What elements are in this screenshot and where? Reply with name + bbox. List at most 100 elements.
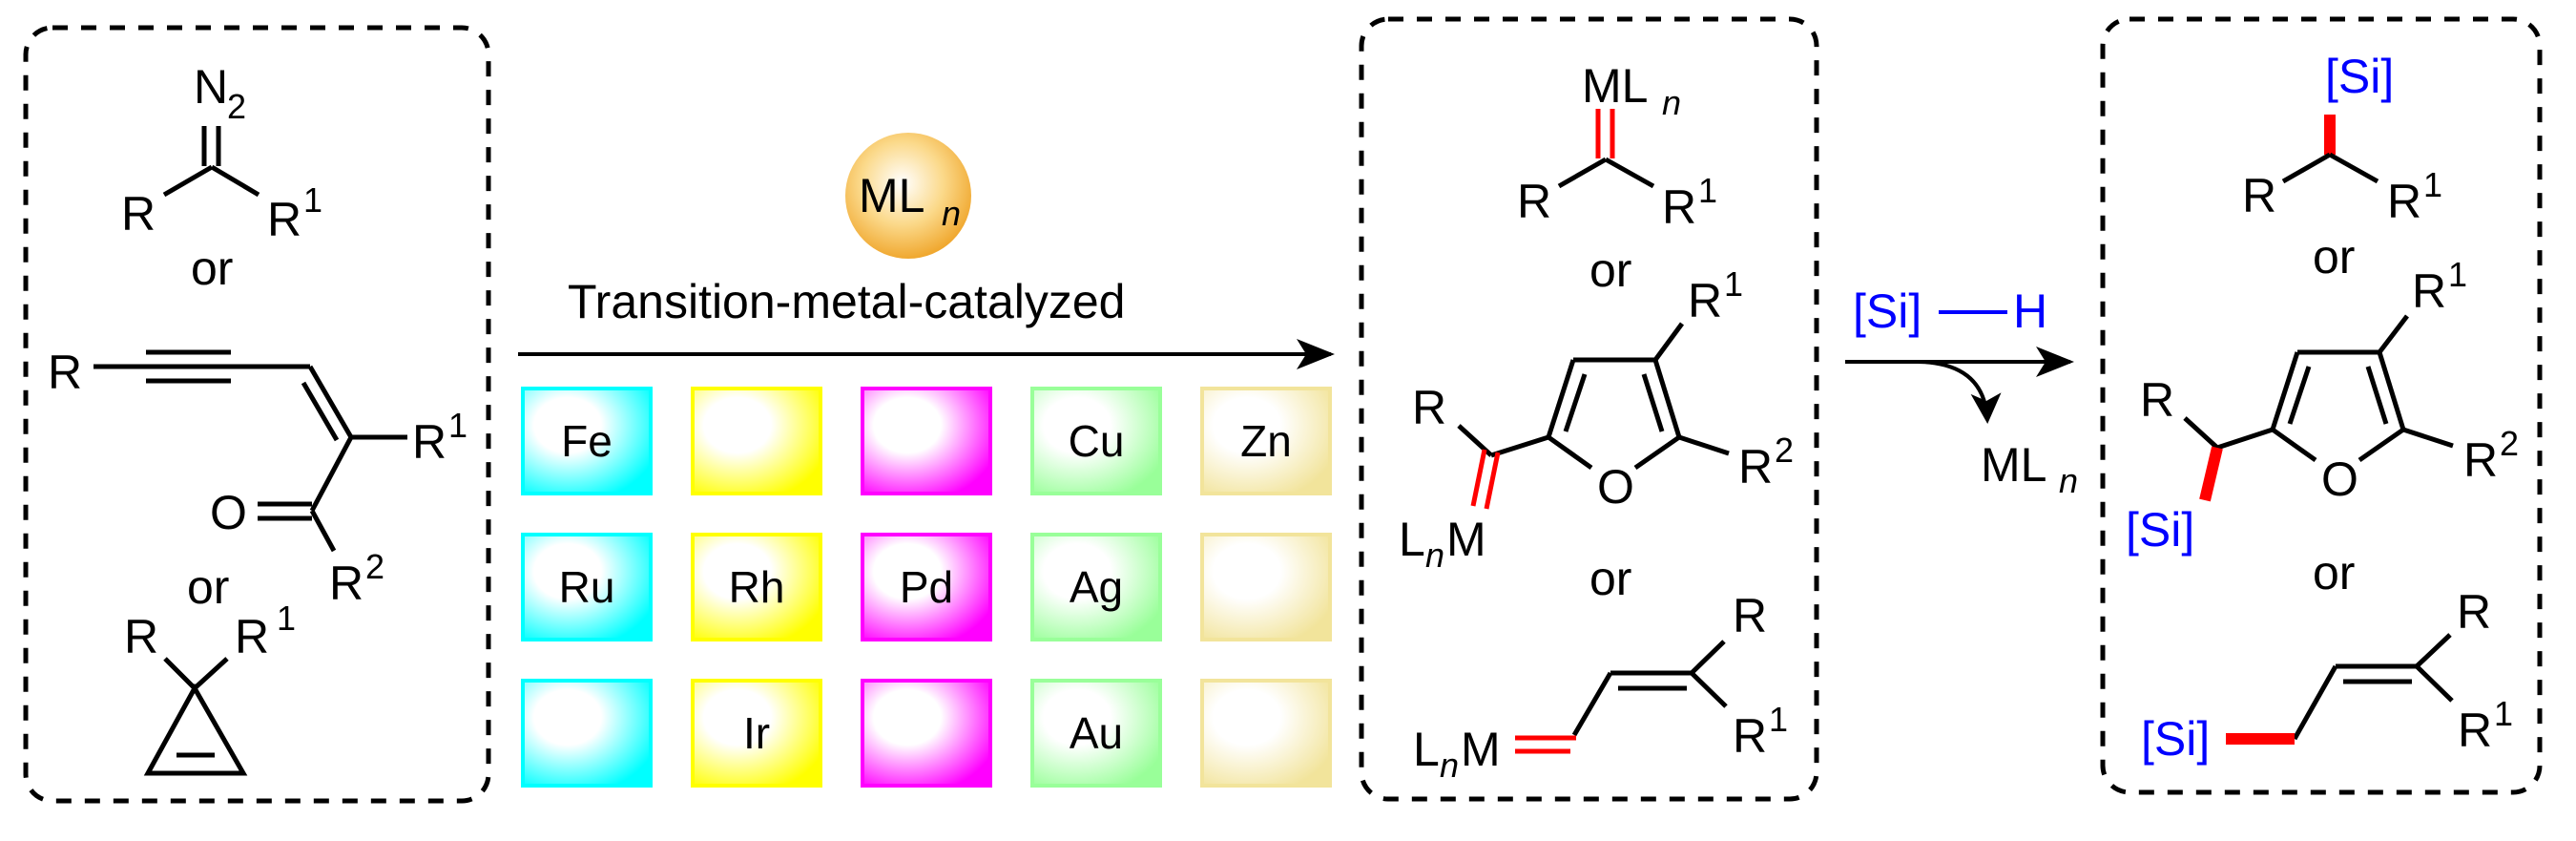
metal-tile-background	[861, 387, 992, 495]
furyl-silane-bond-r	[2183, 416, 2219, 450]
product-or-2: or	[2313, 546, 2355, 599]
reactant-or-2: or	[187, 560, 229, 614]
diazo-compound: N 2 R R 1	[121, 60, 322, 246]
allyl-silane: R R 1 [Si]	[2141, 585, 2513, 766]
furyl-silane-bond-r2	[2402, 427, 2454, 449]
release-curved-arrow	[1917, 360, 2002, 424]
reactants-dashed-border	[23, 25, 491, 804]
furan-o-label: O	[1597, 460, 1634, 514]
metal-tile-background	[861, 533, 992, 641]
furyl-silane-ring-c2-c3-inner	[2287, 366, 2312, 425]
products-box: [Si] R R 1 or R 1 O R 2 R	[2100, 16, 2543, 795]
furan-bond-c4-c5	[1652, 359, 1682, 438]
metal-tile-label: Ir	[743, 708, 770, 758]
furyl-silane-r-label: R	[2140, 373, 2174, 427]
metal-tile-fe: Fe	[521, 387, 653, 495]
diazo-r1-superscript: 1	[303, 180, 322, 220]
furyl-silane-ring-c5-o	[2358, 427, 2405, 463]
metal-tile-background	[521, 533, 653, 641]
released-catalyst-subscript: n	[2059, 461, 2078, 500]
vinyl-bond-chain	[1571, 671, 1613, 737]
metal-tile-au: Au	[1030, 679, 1162, 788]
metal-tile-background	[521, 679, 653, 788]
enynone-r2-label: R	[329, 557, 364, 610]
carbene-r-label: R	[1517, 175, 1551, 228]
metal-tile-label: Ag	[1070, 562, 1123, 612]
furyl-silane-bond-exocyclic	[2216, 427, 2274, 451]
furyl-metal-label: M	[1446, 513, 1486, 566]
metal-tile-empty	[861, 387, 992, 495]
enynone-compound: R R 1 O R 2	[48, 346, 467, 610]
furyl-r1-label: R	[1688, 274, 1722, 327]
silane-si-label: [Si]	[1853, 284, 1922, 338]
intermediate-or-1: or	[1589, 243, 1631, 297]
metal-tile-label: Ru	[559, 562, 615, 612]
allyl-silane-si-label: [Si]	[2141, 712, 2210, 766]
alkene-bond-inner	[301, 381, 340, 442]
alkyl-silane-si-label: [Si]	[2325, 50, 2394, 103]
vinyl-metal-subscript: n	[1440, 746, 1459, 785]
metal-tile-empty	[1200, 679, 1332, 788]
released-catalyst-label: ML	[1981, 438, 2046, 492]
diazo-r1-label: R	[267, 193, 301, 246]
furyl-r2-superscript: 2	[1775, 431, 1794, 470]
metal-tile-background	[1200, 533, 1332, 641]
furyl-silane: R 1 O R 2 R [Si]	[2126, 255, 2519, 557]
products-dashed-border	[2100, 16, 2543, 795]
allyl-silane-bond-ch2	[2292, 664, 2338, 741]
enynone-r2-superscript: 2	[365, 547, 384, 586]
vinyl-carbene: R R 1 L n M	[1413, 589, 1788, 785]
metal-tile-label: Zn	[1240, 416, 1292, 466]
metal-tile-empty	[691, 387, 822, 495]
alkyl-silane-bond-r	[2281, 152, 2332, 184]
furyl-silane-r1-superscript: 1	[2448, 255, 2467, 294]
furyl-r-label: R	[1412, 381, 1446, 434]
alkyl-silane: [Si] R R 1	[2242, 50, 2442, 228]
furan-bond-c2-c3	[1546, 359, 1576, 438]
carbene-r1-superscript: 1	[1698, 171, 1717, 210]
reactant-or-1: or	[191, 242, 233, 295]
metal-tile-cu: Cu	[1030, 387, 1162, 495]
furyl-bond-r1	[1652, 322, 1685, 362]
furyl-silane-ring-c4-c5-inner	[2365, 366, 2389, 425]
vinyl-bond-r1	[1690, 671, 1728, 708]
metal-tile-label: Pd	[900, 562, 953, 612]
furyl-silane-si-label: [Si]	[2126, 503, 2194, 557]
enynone-r1-label: R	[412, 415, 447, 469]
vinyl-r1-superscript: 1	[1769, 700, 1788, 739]
metal-tile-background	[1030, 387, 1162, 495]
vinyl-r1-label: R	[1733, 709, 1767, 763]
carbonyl-o-label: O	[210, 486, 247, 539]
carbene-bond-r1	[1604, 157, 1655, 189]
cyclopropene-bond-r1	[193, 657, 229, 690]
vinyl-metal-label: M	[1461, 723, 1501, 776]
metal-tile-rh: Rh	[691, 533, 822, 641]
furyl-silane-r2-superscript: 2	[2500, 424, 2519, 463]
furan-bond-c4-c5-inner	[1641, 373, 1665, 432]
metal-tile-empty	[521, 679, 653, 788]
intermediates-box: ML n R R 1 or R 1 O R 2	[1359, 16, 1819, 802]
metal-tile-ag: Ag	[1030, 533, 1162, 641]
silane-h-label: H	[2013, 284, 2047, 338]
furyl-silane-o-label: O	[2321, 452, 2358, 506]
metal-tile-background	[691, 679, 822, 788]
metal-tile-background	[1200, 387, 1332, 495]
furyl-silane-ring-c4-c5	[2377, 351, 2406, 431]
metal-tile-empty	[861, 679, 992, 788]
cyclopropene-r1-label: R	[235, 610, 269, 663]
furyl-silane-bond-r1	[2378, 314, 2409, 354]
metal-tile-background	[521, 387, 653, 495]
furan-bond-c5-o	[1633, 434, 1681, 471]
metal-tile-empty	[1200, 533, 1332, 641]
cyclopropene-compound: R R 1	[124, 599, 296, 776]
furyl-metal-subscript: n	[1425, 536, 1444, 575]
metal-tile-ir: Ir	[691, 679, 822, 788]
cyclopropene-bond-r	[163, 657, 197, 690]
intermediate-or-2: or	[1589, 552, 1631, 605]
furyl-silane-ring-c2-o	[2271, 427, 2317, 463]
silylation-step: [Si] H ML n	[1845, 284, 2078, 500]
vinyl-r-label: R	[1733, 589, 1767, 642]
diazo-r-label: R	[121, 187, 156, 241]
